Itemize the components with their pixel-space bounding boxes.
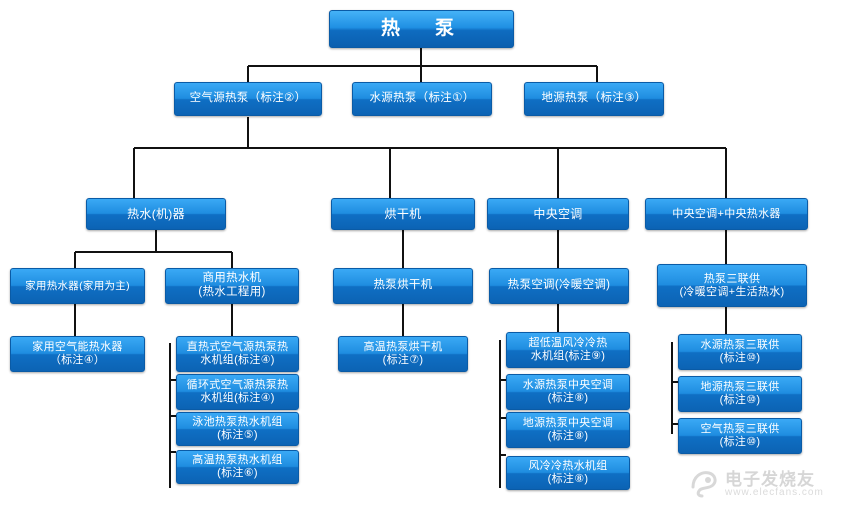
watermark: 电子发烧友 www.elecfans.com (687, 463, 837, 507)
node-home-water-heater[interactable]: 家用热水器(家用为主) (10, 268, 145, 304)
node-central-ac-plus-water-heater-category[interactable]: 中央空调+中央热水器 (645, 198, 808, 230)
node-dryer-category[interactable]: 烘干机 (331, 198, 475, 230)
node-commercial-water-heater[interactable]: 商用热水机 (热水工程用) (165, 268, 299, 304)
node-ground-source-heat-pump[interactable]: 地源热泵（标注③） (524, 82, 664, 116)
node-circulating-air-source-unit[interactable]: 循环式空气源热泵热 水机组(标注④) (176, 374, 299, 410)
node-central-ac-category[interactable]: 中央空调 (487, 198, 629, 230)
node-high-temp-heat-pump-dryer[interactable]: 高温热泵烘干机 (标注⑦) (338, 336, 468, 372)
node-water-source-heat-pump[interactable]: 水源热泵（标注①） (352, 82, 492, 116)
node-heat-pump-dryer[interactable]: 热泵烘干机 (333, 268, 473, 304)
watermark-logo-icon (691, 471, 717, 498)
node-root[interactable]: 热 泵 (329, 10, 514, 48)
node-water-source-trigeneration[interactable]: 水源热泵三联供 (标注⑩) (678, 334, 802, 370)
node-heat-pump-ac[interactable]: 热泵空调(冷暖空调) (489, 268, 629, 304)
node-air-source-trigeneration[interactable]: 空气热泵三联供 (标注⑩) (678, 418, 802, 454)
node-ground-source-central-ac[interactable]: 地源热泵中央空调 (标注⑧) (506, 412, 630, 448)
node-heat-pump-trigeneration[interactable]: 热泵三联供 (冷暖空调+生活热水) (657, 264, 807, 307)
node-air-source-heat-pump[interactable]: 空气源热泵（标注②） (174, 82, 322, 116)
node-water-heater-category[interactable]: 热水(机)器 (86, 198, 226, 230)
node-air-cooled-chiller-heater-unit[interactable]: 风冷冷热水机组 (标注⑧) (506, 456, 630, 490)
node-high-temp-heat-pump-unit[interactable]: 高温热泵热水机组 (标注⑥) (176, 450, 299, 484)
node-ground-source-trigeneration[interactable]: 地源热泵三联供 (标注⑩) (678, 376, 802, 412)
node-home-air-energy-water-heater[interactable]: 家用空气能热水器 （标注④） (10, 336, 145, 372)
watermark-main-text: 电子发烧友 (725, 470, 815, 489)
node-pool-heat-pump-unit[interactable]: 泳池热泵热水机组 (标注⑤) (176, 412, 299, 446)
node-ultra-low-temp-air-cooled-unit[interactable]: 超低温风冷冷热 水机组(标注⑨) (506, 332, 630, 368)
watermark-sub-text: www.elecfans.com (725, 487, 824, 498)
node-water-source-central-ac[interactable]: 水源热泵中央空调 (标注⑧) (506, 374, 630, 410)
node-direct-heating-air-source-unit[interactable]: 直热式空气源热泵热 水机组(标注④) (176, 336, 299, 372)
